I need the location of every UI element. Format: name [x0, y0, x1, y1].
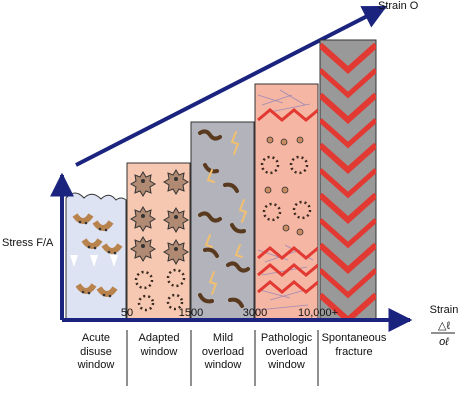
window-label-mild-overload: Mild overload window: [201, 332, 245, 371]
strain-diagonal-label: Strain O: [378, 0, 419, 12]
tick-label-10000: 10,000+: [297, 307, 339, 319]
window-label-adapted: Adapted window: [138, 332, 180, 358]
window-label-pathologic-overload: Pathologic overload window: [260, 332, 313, 371]
strain-formula-numerator: △ℓ: [437, 320, 450, 332]
fracture-window-bar: [319, 39, 377, 321]
disuse-window-bar: [65, 192, 127, 321]
strain-diagonal-arrow: [75, 5, 388, 167]
pathologic-overload-window-bar: [254, 83, 319, 321]
stress-axis-label: Stress F/A: [2, 237, 54, 249]
tick-label-1500: 1500: [178, 307, 204, 319]
strain-axis-label: Strain: [429, 304, 459, 316]
tick-label-3000: 3000: [242, 307, 268, 319]
strain-formula-denominator: oℓ: [439, 336, 449, 348]
window-label-acute-disuse: Acute disuse window: [77, 332, 115, 371]
tick-label-50: 50: [120, 307, 134, 319]
adapted-window-bar: [126, 162, 191, 321]
window-dividers: [126, 330, 319, 386]
mild-overload-window-bar: [190, 121, 255, 321]
window-label-spontaneous-fracture: Spontaneous fracture: [321, 332, 387, 358]
